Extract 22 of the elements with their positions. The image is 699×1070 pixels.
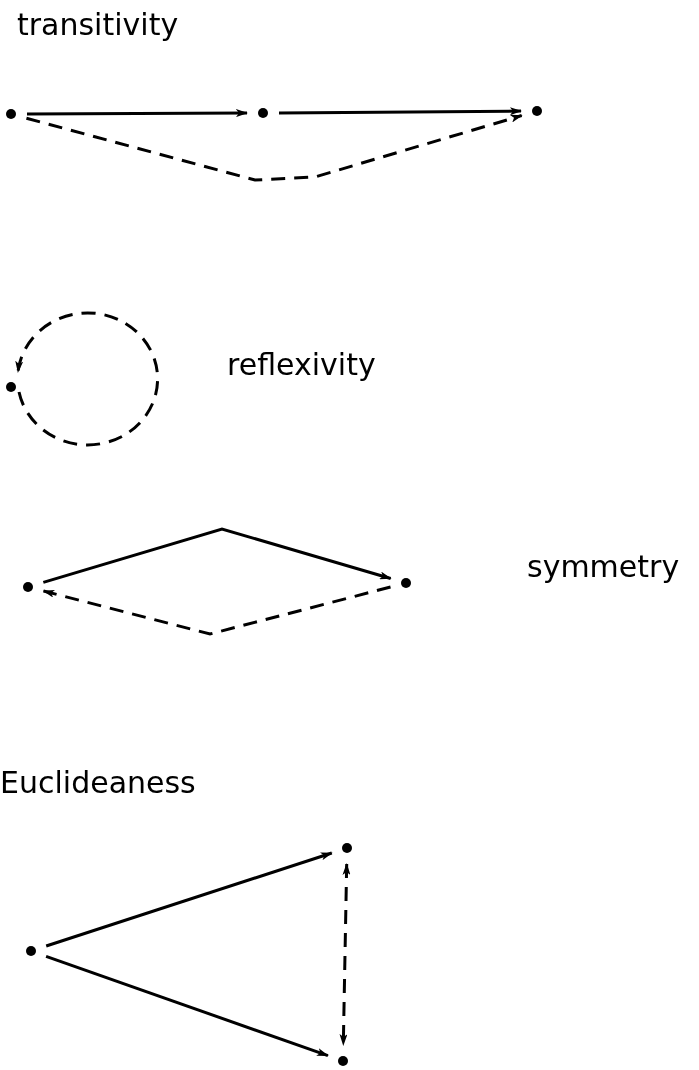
point-dot <box>338 1056 348 1066</box>
arrow <box>45 954 329 1058</box>
arrow <box>45 851 333 948</box>
arrow <box>42 585 391 636</box>
property-label: reflexivity <box>227 347 376 383</box>
point-dot <box>6 382 16 392</box>
arrow <box>339 863 351 1046</box>
arrow <box>27 109 248 118</box>
arrow <box>26 114 523 182</box>
point-dot <box>6 109 16 119</box>
property-label: transitivity <box>17 7 179 43</box>
point-dot <box>26 946 36 956</box>
arrow <box>42 527 392 584</box>
property-label: symmetry <box>527 549 680 585</box>
point-dot <box>23 582 33 592</box>
arrow <box>279 107 522 116</box>
property-label: Euclideaness <box>0 765 196 801</box>
point-dot <box>401 578 411 588</box>
point-dot <box>342 843 352 853</box>
arrow <box>16 311 159 447</box>
point-dot <box>532 106 542 116</box>
point-dot <box>258 108 268 118</box>
